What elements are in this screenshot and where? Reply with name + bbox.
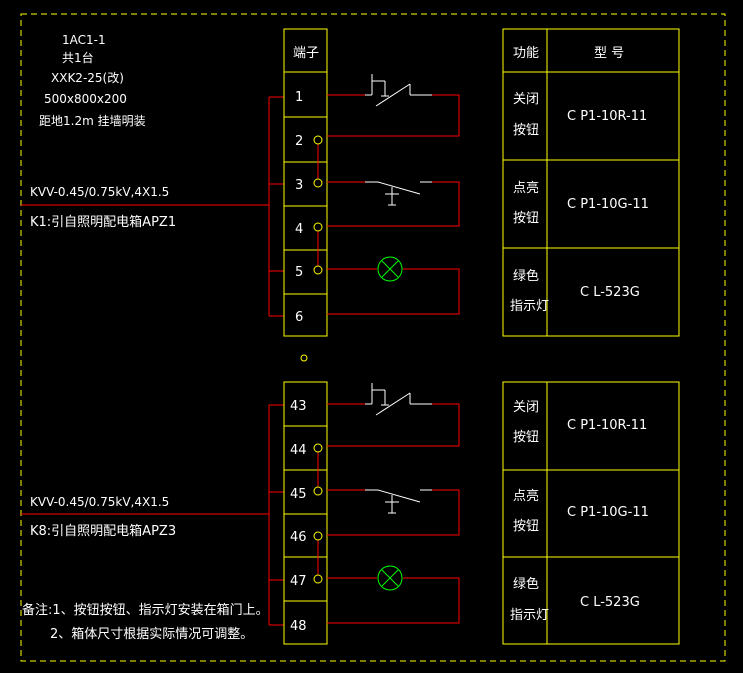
row1-function-l2: 按钮: [513, 123, 539, 138]
terminal-header: 端子: [293, 46, 319, 61]
terminal-2: 2: [295, 134, 303, 149]
green-lamp-icon: [377, 565, 403, 591]
on-button-symbol: [365, 181, 432, 206]
row2-model: C P1-10G-11: [567, 505, 649, 520]
off-button-wire: [327, 403, 460, 447]
on-button-wire: [327, 489, 460, 536]
terminal-dots: [313, 443, 323, 584]
terminal-5: 5: [295, 265, 303, 280]
circuit-bottom: KVV-0.45/0.75kV,4X1.5 K8:引自照明配电箱APZ3 43 …: [21, 381, 680, 645]
on-button-wire: [327, 181, 460, 227]
row2-function-l2: 按钮: [513, 211, 539, 226]
green-lamp-icon: [377, 256, 403, 282]
row2-function-l1: 点亮: [513, 488, 539, 504]
cable-label: KVV-0.45/0.75kV,4X1.5: [30, 495, 169, 509]
source-label: K1:引自照明配电箱APZ1: [30, 214, 176, 230]
terminal-6: 6: [295, 310, 303, 325]
row1-function-l1: 关闭: [513, 400, 539, 415]
off-button-wire: [327, 94, 460, 137]
terminal-43: 43: [290, 399, 307, 414]
row3-model: C L-523G: [580, 285, 640, 300]
row2-function-l1: 点亮: [513, 180, 539, 196]
terminal-48: 48: [290, 619, 307, 634]
row3-function-l1: 绿色: [513, 576, 539, 592]
cable-label: KVV-0.45/0.75kV,4X1.5: [30, 185, 169, 199]
terminal-1: 1: [295, 90, 303, 105]
note-line-4: 500x800x200: [44, 92, 127, 106]
circuit-top: KVV-0.45/0.75kV,4X1.5 K1:引自照明配电箱APZ1 端子 …: [21, 28, 680, 337]
model-table-top: [502, 28, 680, 337]
row1-model: C P1-10R-11: [567, 109, 647, 124]
lamp-wire: [327, 577, 460, 624]
terminal-47: 47: [290, 574, 307, 589]
row3-function-l2: 指示灯: [510, 608, 549, 623]
header-function: 功能: [513, 46, 539, 61]
center-marker: [300, 354, 308, 362]
source-label: K8:引自照明配电箱APZ3: [30, 523, 176, 539]
row3-function-l1: 绿色: [513, 268, 539, 284]
note-line-5: 距地1.2m 挂墙明装: [39, 114, 146, 128]
header-model: 型 号: [594, 46, 624, 61]
row1-model: C P1-10R-11: [567, 418, 647, 433]
row2-model: C P1-10G-11: [567, 197, 649, 212]
row3-function-l2: 指示灯: [510, 299, 549, 314]
off-button-symbol: [365, 74, 432, 107]
terminal-4: 4: [295, 222, 303, 237]
terminal-45: 45: [290, 487, 307, 502]
row3-model: C L-523G: [580, 595, 640, 610]
note-line-3: XXK2-25(改): [51, 71, 124, 85]
terminal-3: 3: [295, 178, 303, 193]
dashed-frame: [20, 13, 726, 662]
terminal-strip: [283, 381, 328, 645]
row1-function-l2: 按钮: [513, 430, 539, 445]
row2-function-l2: 按钮: [513, 519, 539, 534]
terminal-44: 44: [290, 443, 307, 458]
off-button-symbol: [365, 383, 432, 416]
note-line-2: 共1台: [62, 50, 94, 65]
model-table-bottom: [502, 381, 680, 645]
terminal-dots: [313, 135, 323, 275]
on-button-symbol: [365, 489, 432, 514]
terminal-46: 46: [290, 530, 307, 545]
remark-line-1: 备注:1、按钮按钮、指示灯安装在箱门上。: [22, 602, 269, 618]
remark-line-2: 2、箱体尺寸根据实际情况可调整。: [50, 626, 253, 642]
row1-function-l1: 关闭: [513, 92, 539, 107]
note-line-1: 1AC1-1: [62, 33, 106, 47]
lamp-wire: [327, 268, 460, 315]
